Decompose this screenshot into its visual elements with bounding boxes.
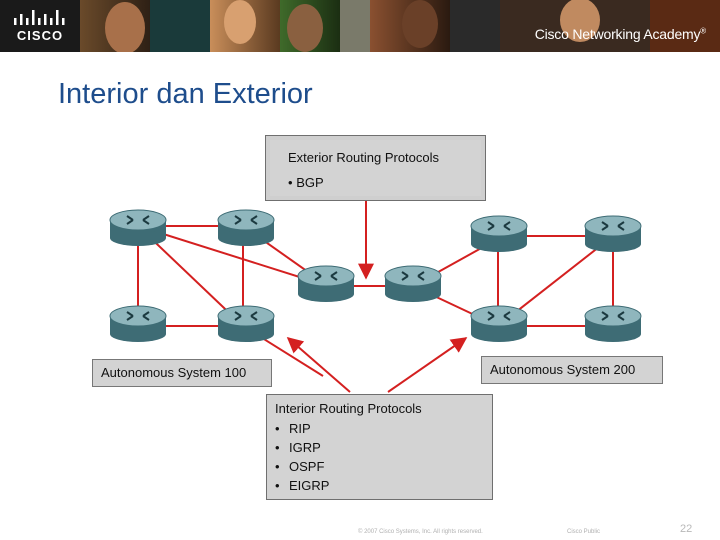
interior-protocol-label: OSPF: [289, 459, 325, 474]
as100-label: Autonomous System 100: [101, 365, 247, 380]
router-icon: [297, 265, 355, 302]
header-photo-strip: [80, 0, 500, 52]
interior-protocol-label: RIP: [289, 421, 311, 436]
list-item: • IGRP: [275, 438, 329, 457]
interior-protocols-list: • RIP • IGRP • OSPF • EIGRP: [275, 419, 329, 495]
exterior-protocol-label: BGP: [296, 175, 324, 190]
router-icon: [584, 215, 642, 252]
header-photo-right: [500, 0, 720, 52]
router-icon: [217, 305, 275, 342]
slide-title: Interior dan Exterior: [58, 78, 313, 110]
page-number: 22: [680, 523, 693, 535]
interior-protocols-title: Interior Routing Protocols: [275, 401, 422, 416]
router-icon: [470, 215, 528, 252]
arrow-igp-right: [387, 337, 468, 393]
diagram-links: [109, 200, 642, 393]
router-icon: [217, 209, 275, 246]
as200-label: Autonomous System 200: [490, 362, 636, 377]
list-item: • OSPF: [275, 457, 329, 476]
header-banner: CISCO Cisco Networking Academy®: [0, 0, 720, 52]
interior-protocol-label: EIGRP: [289, 478, 330, 493]
academy-label: Cisco Networking Academy: [534, 26, 701, 42]
as200-label-box: Autonomous System 200: [481, 356, 663, 384]
router-icon: [109, 209, 167, 246]
exterior-protocol-item: • BGP: [288, 175, 324, 190]
exterior-protocols-box: Exterior Routing Protocols • BGP: [265, 135, 486, 201]
routing-diagram: Exterior Routing Protocols • BGP Autonom…: [88, 126, 663, 500]
interior-protocols-box: Interior Routing Protocols • RIP • IGRP • O…: [266, 394, 493, 500]
interior-protocol-label: IGRP: [289, 440, 321, 455]
bullet: •: [275, 421, 280, 436]
protocol-arrows: [286, 200, 468, 393]
router-icon: [584, 305, 642, 342]
footer-copyright: © 2007 Cisco Systems, Inc. All rights re…: [358, 529, 483, 535]
bullet: •: [275, 440, 280, 455]
router-icon: [109, 305, 167, 342]
list-item: • RIP: [275, 419, 329, 438]
registered-mark: ®: [700, 26, 706, 36]
list-item: • EIGRP: [275, 476, 329, 495]
bullet: •: [288, 175, 293, 190]
arrow-igp-left: [286, 336, 351, 393]
footer-classification: Cisco Public: [567, 529, 601, 535]
exterior-protocols-title: Exterior Routing Protocols: [288, 150, 440, 165]
cisco-wordmark: CISCO: [16, 28, 64, 43]
link-as100-to-core1b: [137, 225, 329, 287]
bullet: •: [275, 459, 280, 474]
as100-label-box: Autonomous System 100: [92, 359, 272, 387]
bullet: •: [275, 478, 280, 493]
network-links: [137, 225, 614, 377]
cisco-logo: CISCO: [10, 6, 70, 46]
router-icon: [384, 265, 442, 302]
academy-name: Cisco Networking Academy®: [534, 26, 707, 42]
cisco-bridge-icon: [14, 10, 65, 25]
router-icon: [470, 305, 528, 342]
routers: [109, 209, 642, 342]
